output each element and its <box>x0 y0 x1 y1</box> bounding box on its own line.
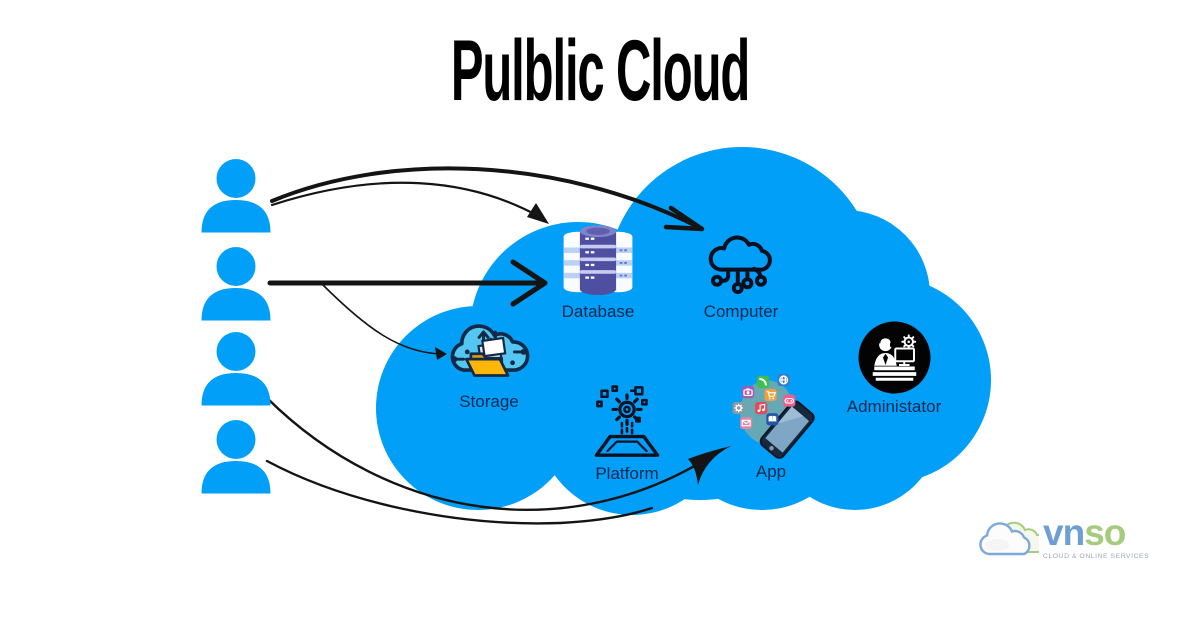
node-computer: Computer <box>694 228 788 322</box>
smartphone-apps-icon <box>732 373 815 459</box>
node-app: App <box>723 372 819 482</box>
arrow-user3-app <box>265 396 718 511</box>
arrowhead-database-straight <box>510 259 548 307</box>
gear-stage-icon <box>594 385 660 457</box>
public-cloud-shape <box>376 147 991 515</box>
arrow-user1-computer <box>270 166 702 230</box>
logo-brand-prefix: vn <box>1043 512 1085 553</box>
arrowhead-database <box>527 203 549 224</box>
cloud-network-icon <box>708 235 772 294</box>
administrator-label: Administator <box>846 397 942 416</box>
node-storage: Storage <box>441 312 537 412</box>
user-icon <box>201 247 271 321</box>
app-label: App <box>755 462 787 481</box>
node-platform: Platform <box>579 384 675 484</box>
arrow-user1-database <box>270 181 542 219</box>
cloud-folder-icon <box>450 324 530 377</box>
arrowhead-computer <box>663 205 705 232</box>
platform-label: Platform <box>595 464 659 483</box>
user-icon <box>201 332 271 406</box>
node-database: Database <box>551 224 645 322</box>
arrows-group <box>265 166 731 525</box>
arrow-user2-storage <box>321 283 441 355</box>
arrowhead-app <box>688 446 731 485</box>
logo-tagline: CLOUD & ONLINE SERVICES <box>1043 553 1150 560</box>
node-administrator: Administator <box>846 320 942 417</box>
storage-label: Storage <box>459 392 519 411</box>
database-label: Database <box>561 302 635 321</box>
page-title: Pulblic Cloud <box>450 23 750 119</box>
vnso-logo: vnso CLOUD & ONLINE SERVICES <box>975 512 1175 582</box>
user-icon <box>201 420 271 494</box>
vnso-cloud-logo-icon <box>979 521 1039 556</box>
database-cylinders-icon <box>563 225 633 296</box>
arrow-user4-app <box>265 459 654 525</box>
user-icon <box>201 159 271 233</box>
computer-label: Computer <box>703 302 779 321</box>
arrowhead-storage <box>435 347 447 360</box>
logo-brand-suffix: so <box>1084 512 1126 553</box>
admin-desk-badge-icon <box>858 321 930 394</box>
